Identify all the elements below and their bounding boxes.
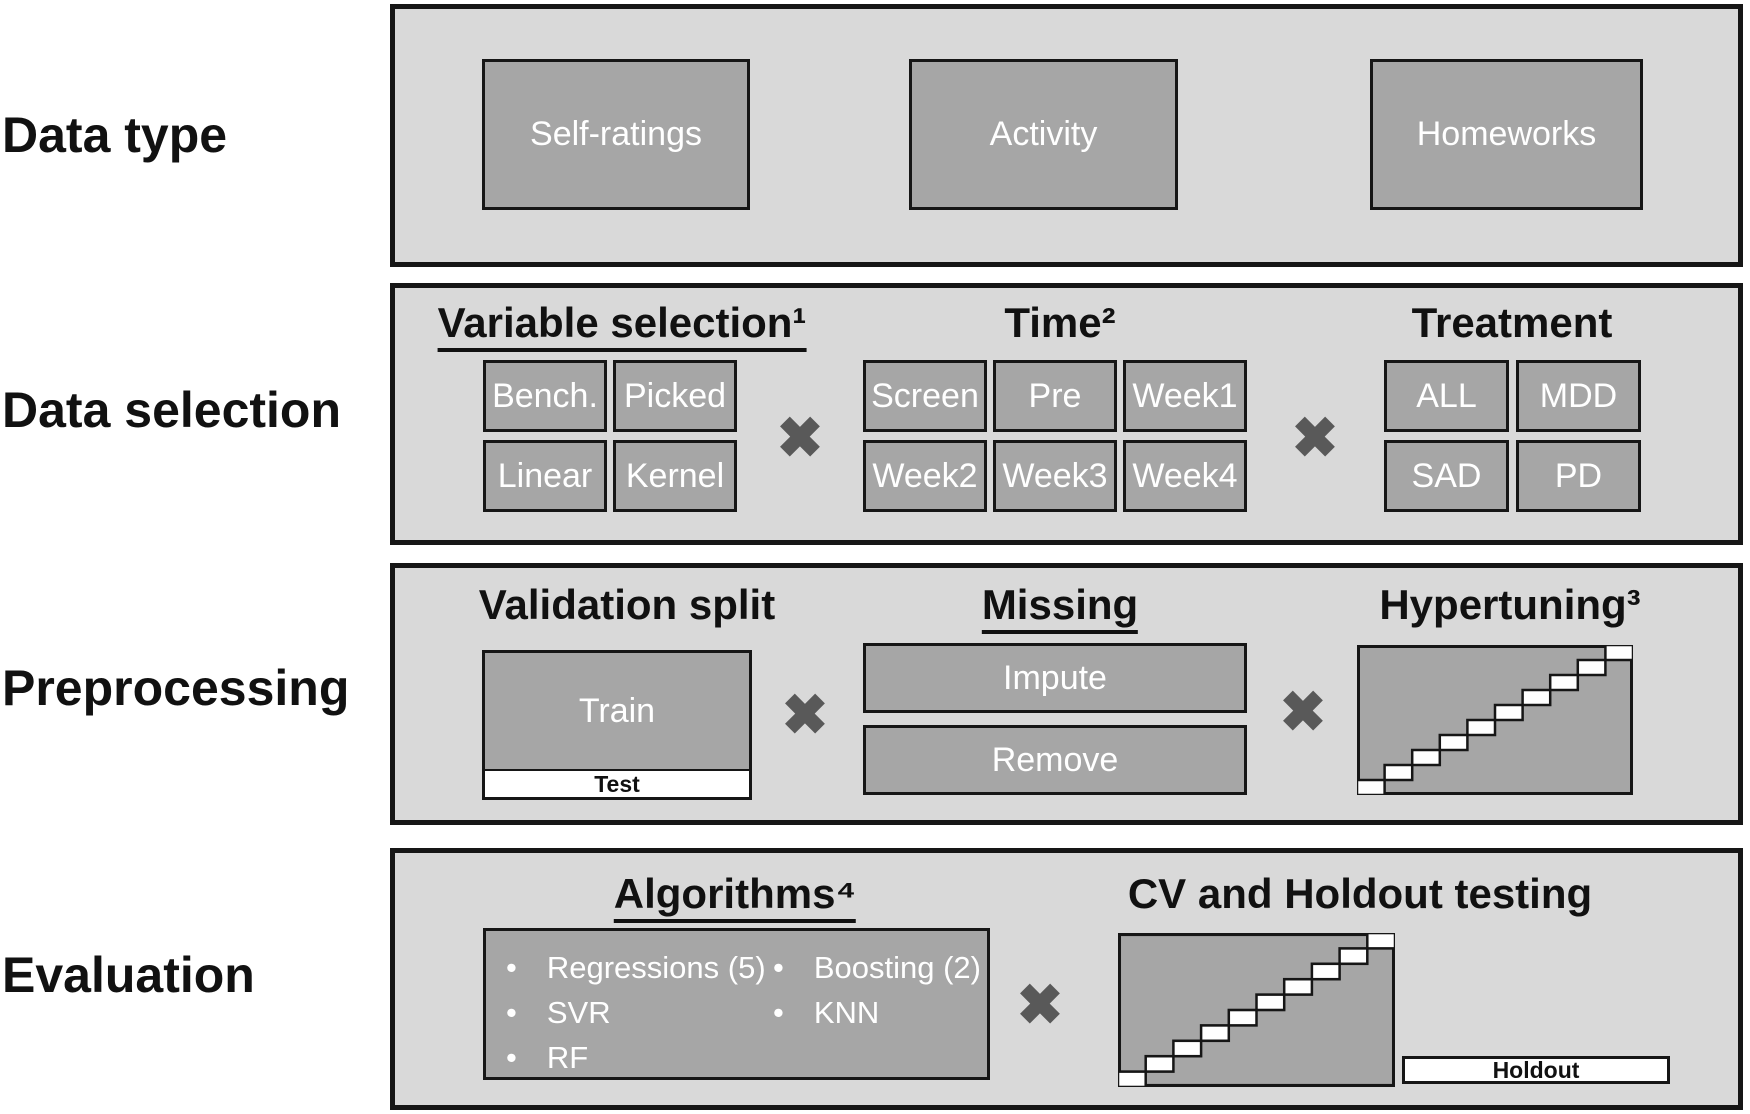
algorithms-title: Algorithms⁴: [613, 871, 857, 924]
train-area: Train: [578, 691, 656, 730]
algorithms-box: Regressions (5) SVR RF Boosting (2) KNN: [483, 928, 990, 1080]
sad-box: SAD: [1384, 440, 1509, 512]
multiply-icon: ✖: [1016, 973, 1064, 1036]
data-type-panel: Self-ratings Activity Homeworks: [390, 4, 1743, 267]
hypertuning-title: Hypertuning³: [1379, 581, 1641, 628]
cv-staircase-icon: [1118, 933, 1395, 1087]
week2-box: Week2: [863, 440, 987, 512]
week4-box: Week4: [1123, 440, 1247, 512]
row-label-evaluation: Evaluation: [2, 947, 255, 1003]
row-label-preprocessing: Preprocessing: [2, 660, 350, 716]
pre-box: Pre: [993, 360, 1117, 432]
bench-box: Bench.: [483, 360, 607, 432]
algorithm-item: SVR: [506, 990, 766, 1035]
picked-box: Picked: [613, 360, 737, 432]
train-test-box: Train Test: [482, 650, 752, 800]
remove-box: Remove: [863, 725, 1247, 795]
kernel-box: Kernel: [613, 440, 737, 512]
linear-box: Linear: [483, 440, 607, 512]
test-strip: Test: [485, 769, 749, 797]
algorithm-item: Boosting (2): [773, 945, 981, 990]
treatment-title: Treatment: [1411, 299, 1613, 346]
week3-box: Week3: [993, 440, 1117, 512]
self-ratings-box: Self-ratings: [482, 59, 750, 210]
pd-box: PD: [1516, 440, 1641, 512]
row-label-data-type: Data type: [2, 107, 228, 163]
algorithms-col2: Boosting (2) KNN: [773, 945, 981, 1035]
mdd-box: MDD: [1516, 360, 1641, 432]
multiply-icon: ✖: [1291, 406, 1339, 469]
validation-split-title: Validation split: [478, 581, 776, 628]
impute-box: Impute: [863, 643, 1247, 713]
algorithm-item: Regressions (5): [506, 945, 766, 990]
algorithm-item: KNN: [773, 990, 981, 1035]
variable-selection-title: Variable selection¹: [437, 300, 807, 353]
all-box: ALL: [1384, 360, 1509, 432]
multiply-icon: ✖: [781, 683, 829, 746]
missing-title: Missing: [981, 582, 1139, 635]
screen-box: Screen: [863, 360, 987, 432]
algorithms-col1: Regressions (5) SVR RF: [506, 945, 766, 1080]
week1-box: Week1: [1123, 360, 1247, 432]
data-selection-panel: Variable selection¹ Time² Treatment Benc…: [390, 283, 1743, 545]
multiply-icon: ✖: [1279, 680, 1327, 743]
homeworks-box: Homeworks: [1370, 59, 1643, 210]
preprocessing-panel: Validation split Missing Hypertuning³ Tr…: [390, 563, 1743, 825]
time-title: Time²: [1004, 299, 1116, 346]
cv-holdout-title: CV and Holdout testing: [1127, 870, 1593, 917]
row-label-data-selection: Data selection: [2, 382, 342, 438]
evaluation-panel: Algorithms⁴ CV and Holdout testing Regre…: [390, 848, 1743, 1110]
hypertuning-staircase-icon: [1357, 645, 1633, 795]
algorithm-item: RF: [506, 1035, 766, 1080]
activity-box: Activity: [909, 59, 1178, 210]
holdout-strip: Holdout: [1402, 1056, 1670, 1084]
multiply-icon: ✖: [776, 406, 824, 469]
